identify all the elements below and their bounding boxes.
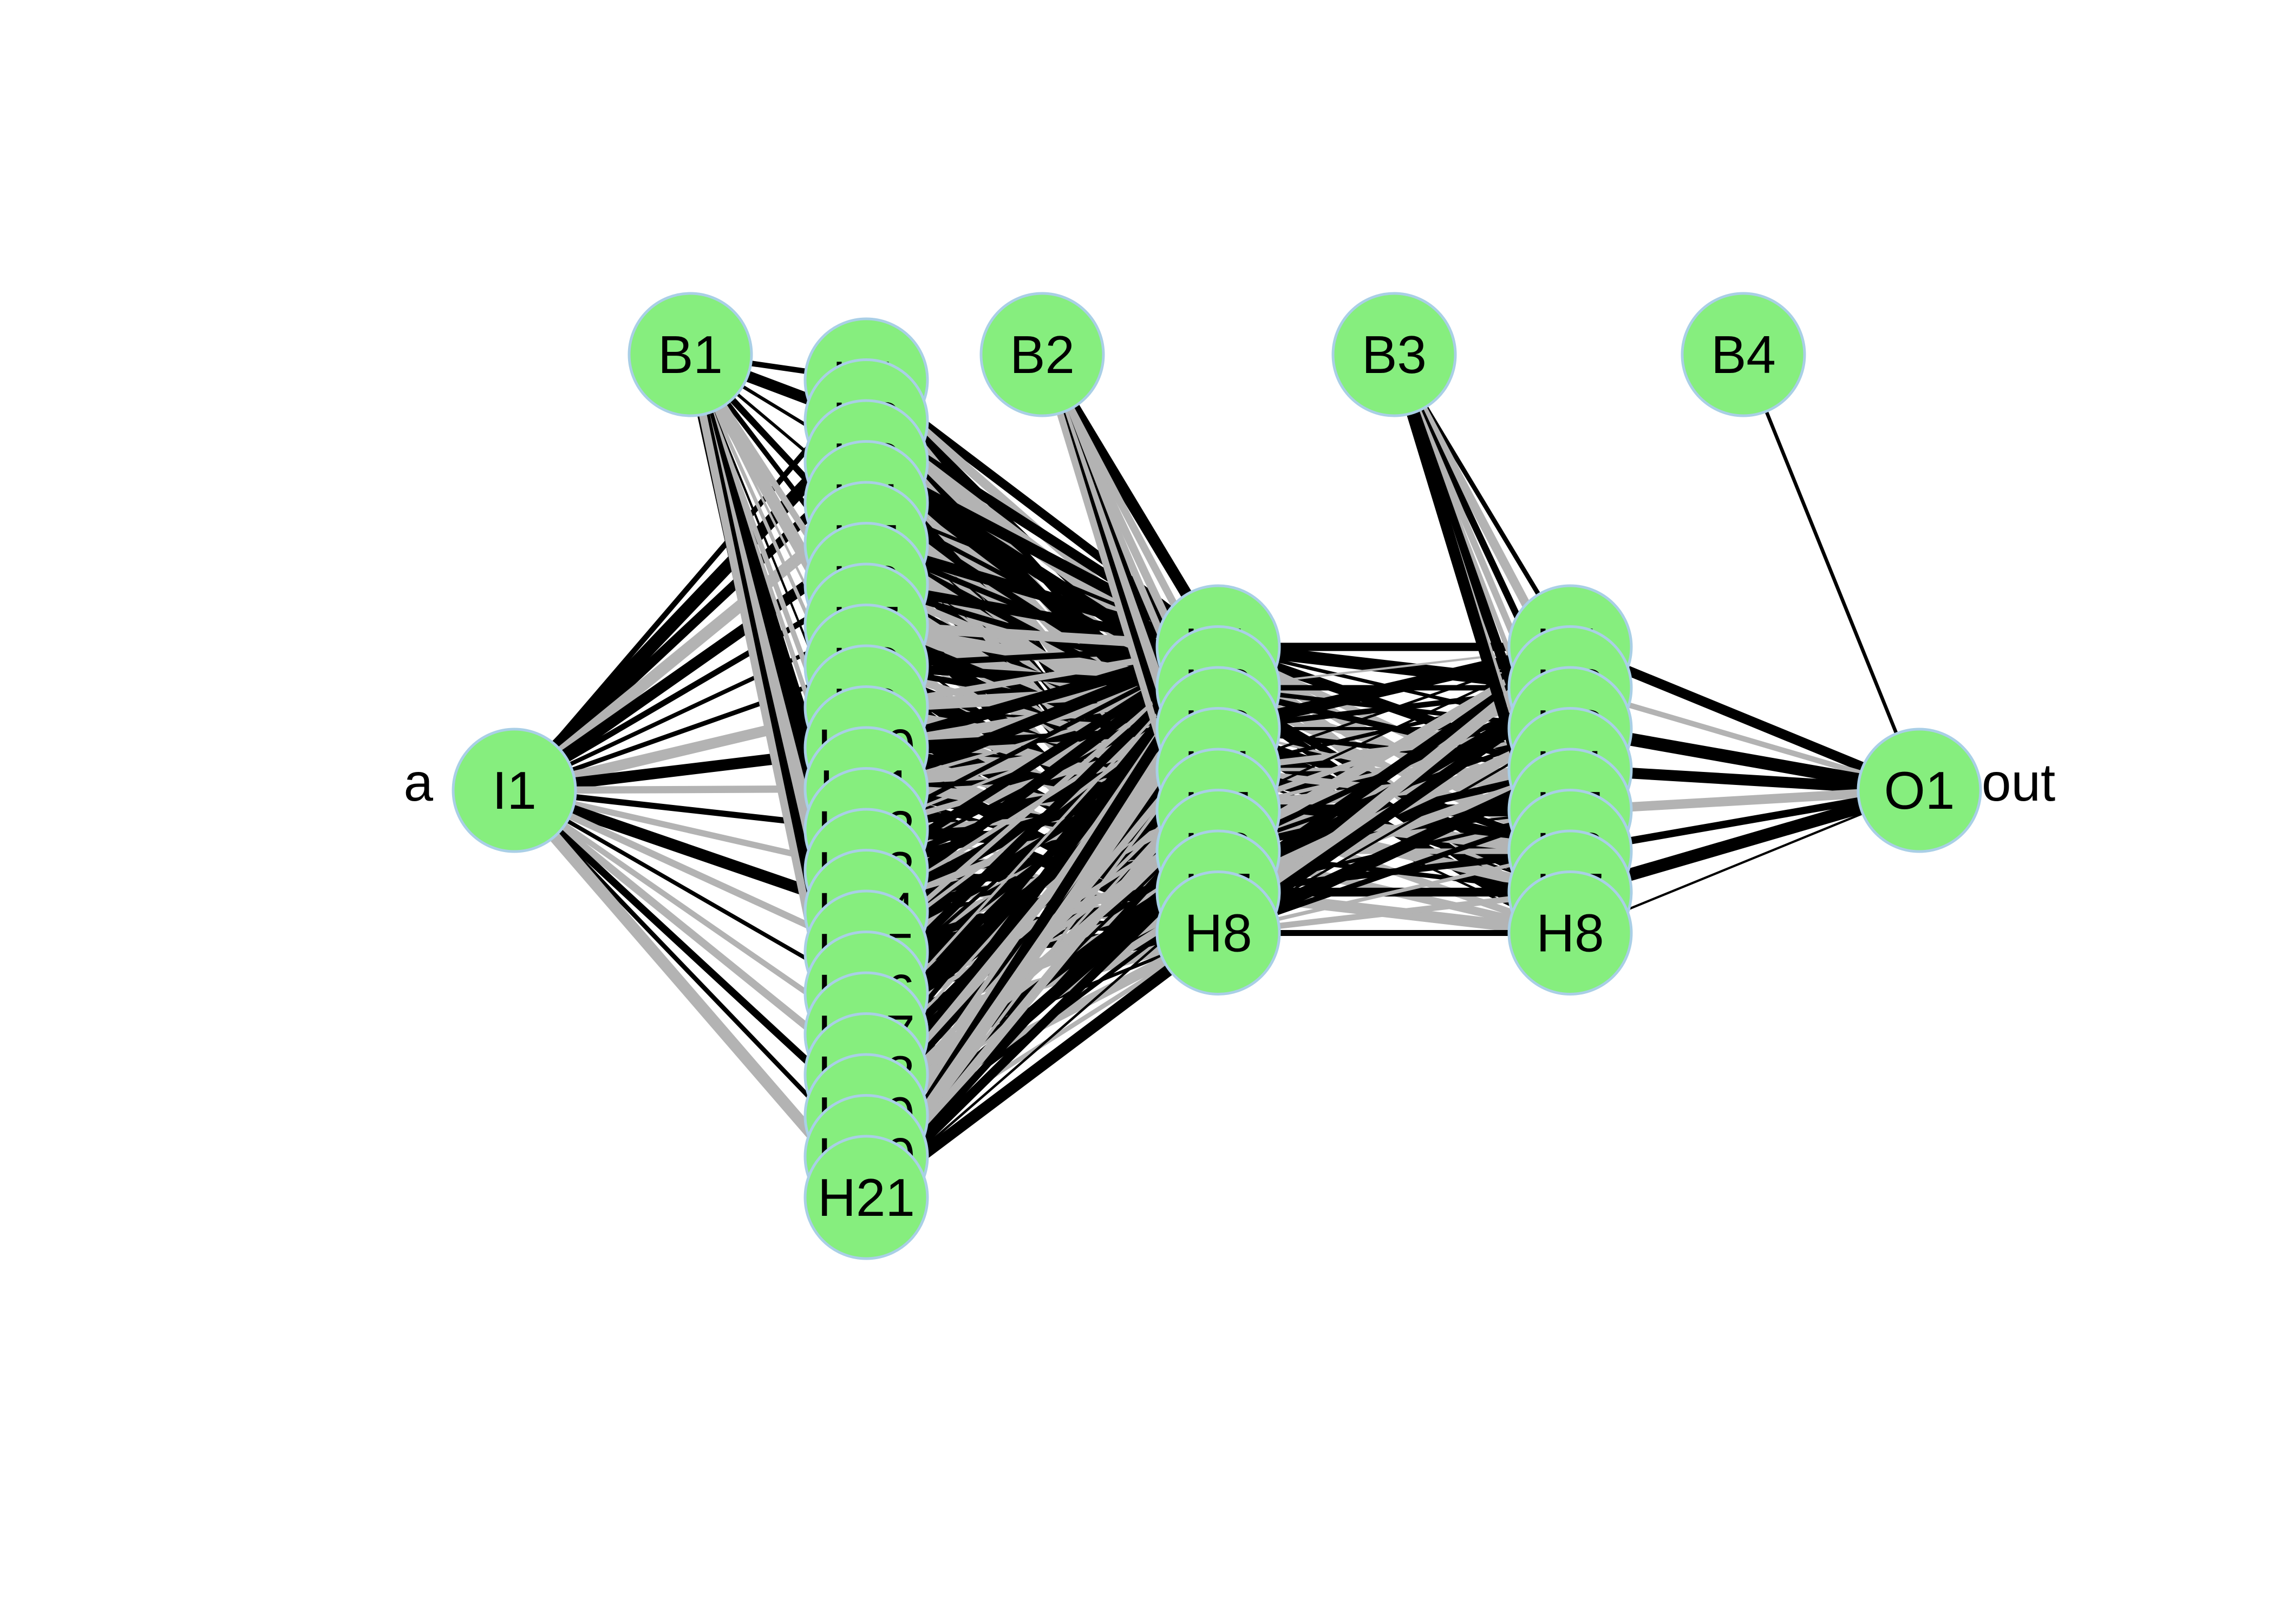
bias-node-1-circle [628,292,753,417]
input-node-circle [452,728,577,853]
bias-edge [1741,353,1922,791]
hidden-layer-1-node-21: H21 [803,1135,929,1260]
output-node: O1 [1857,728,1982,853]
hidden-layer-3-node-8-circle [1507,870,1633,996]
bias-node-2: B2 [979,292,1105,417]
output-variable-label: out [1982,752,2055,812]
bias-node-2-label: B2 [1010,325,1075,384]
bias-node-4-label: B4 [1711,325,1776,384]
bias-node-1: B1 [628,292,753,417]
variable-labels: a out [403,752,2055,812]
bias-node-1-label: B1 [658,325,723,384]
input-variable-label: a [403,752,433,812]
bias-node-3-circle [1331,292,1457,417]
output-node-circle [1857,728,1982,853]
hidden-layer-2-node-8-circle [1155,870,1281,996]
network-nodes: I1B1B2B3B4H1H2H3H4H5H6H7H8H9H10H11H12H13… [452,292,1982,1260]
bias-node-3-label: B3 [1362,325,1427,384]
hidden-layer-2-node-8: H8 [1155,870,1281,996]
output-node-label: O1 [1884,761,1955,820]
hidden-layer-1-node-21-label: H21 [818,1168,915,1227]
hidden-layer-3-node-8-label: H8 [1536,903,1604,963]
bias-node-4-circle [1681,292,1806,417]
input-node-label: I1 [492,761,537,820]
hidden-layer-2-node-8-label: H8 [1184,903,1252,963]
bias-node-2-circle [979,292,1105,417]
bias-node-4: B4 [1681,292,1806,417]
bias-node-3: B3 [1331,292,1457,417]
input-node: I1 [452,728,577,853]
hidden-layer-3-node-8: H8 [1507,870,1633,996]
hidden-layer-1-node-21-circle [803,1135,929,1260]
